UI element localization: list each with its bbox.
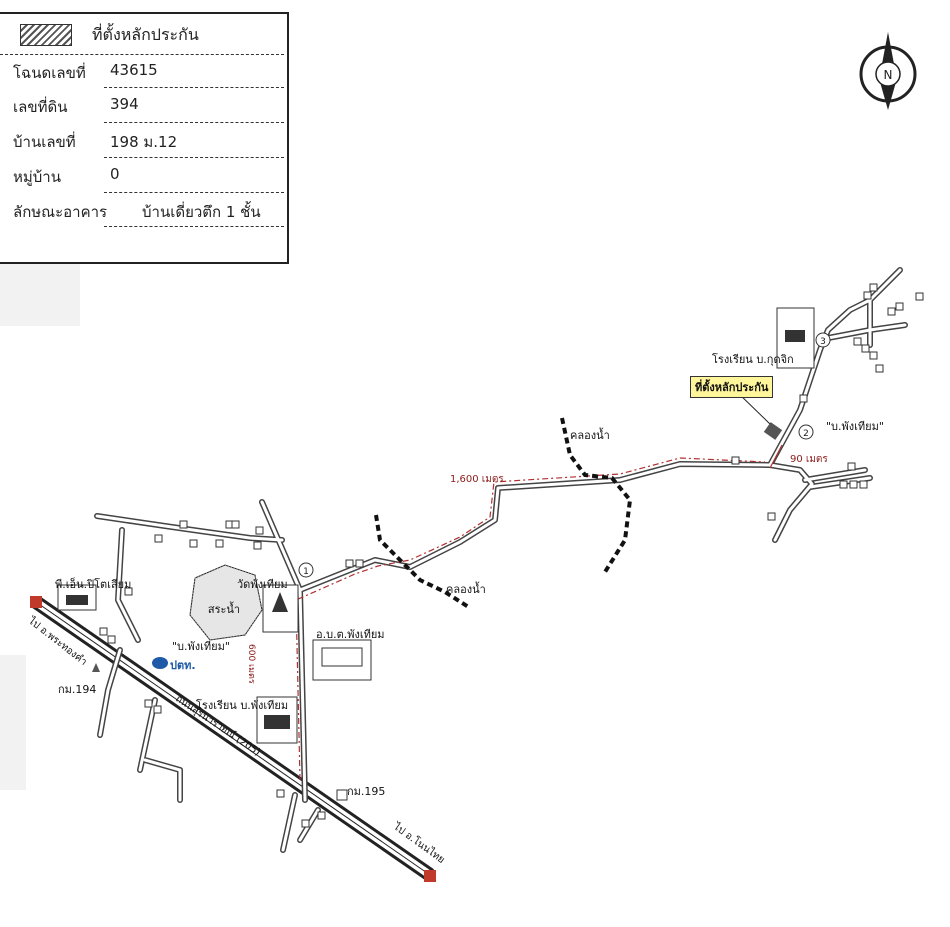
- gas-station-label: พี.เอ็น.ปิโตเลียม: [55, 578, 132, 591]
- village-label: หมู่บ้าน: [13, 168, 61, 186]
- village-west-label: "บ.พังเทียม": [172, 640, 230, 653]
- dist-90-label: 90 เมตร: [790, 454, 828, 465]
- pond-label: สระน้ำ: [208, 601, 240, 616]
- building-markers: [99, 283, 924, 828]
- building-type-value: บ้านเดี่ยวตึก 1 ชั้น: [142, 203, 261, 221]
- route-marker-1-label: 1: [303, 567, 309, 577]
- dist-600-label: 600 เมตร: [246, 644, 256, 684]
- route-marker-2-label: 2: [803, 429, 809, 439]
- school-north-label: โรงเรียน บ.กุดจิก: [712, 353, 794, 366]
- dist-1600-label: 1,600 เมตร: [450, 474, 504, 485]
- deed-no-label: โฉนดเลขที่: [13, 64, 86, 82]
- canal-1-label: คลองน้ำ: [570, 429, 610, 442]
- pond: [189, 564, 263, 641]
- deed-no-value: 43615: [110, 61, 158, 79]
- km194-label: กม.194: [58, 683, 97, 696]
- km195-label: กม.195: [347, 785, 386, 798]
- ptt-label: ปตท.: [170, 659, 196, 672]
- route-marker-3-label: 3: [820, 337, 826, 347]
- route-marker-1: [298, 562, 314, 578]
- collateral-legend-swatch: [20, 24, 72, 46]
- building-type-label: ลักษณะอาคาร: [13, 203, 108, 221]
- house-no-value: 198 ม.12: [110, 133, 178, 151]
- compass-icon: [859, 32, 917, 110]
- route-marker-3: [815, 332, 831, 348]
- collateral-site-marker: [763, 422, 783, 440]
- house-no-label: บ้านเลขที่: [13, 133, 76, 151]
- property-info-panel: ที่ตั้งหลักประกัน โฉนดเลขที่ 43615 เลขที…: [0, 12, 289, 264]
- canal-lines: [374, 417, 633, 610]
- km195-post-icon: [336, 789, 348, 801]
- village-east-label: "บ.พังเทียม": [826, 420, 884, 433]
- temple-label: วัดพังเทียม: [237, 578, 288, 591]
- school-south-label: โรงเรียน บ.พังเทียม: [196, 699, 289, 712]
- route-marker-2: [798, 424, 814, 440]
- district-office-label: อ.บ.ต.พังเทียม: [316, 628, 385, 641]
- route-line: [295, 457, 766, 781]
- km194-post-icon: [92, 663, 100, 672]
- land-no-label: เลขที่ดิน: [13, 98, 68, 116]
- highway-205: [30, 596, 436, 882]
- canal-2-label: คลองน้ำ: [446, 583, 486, 596]
- ptt-logo-icon: [152, 657, 168, 669]
- collateral-callout: ที่ตั้งหลักประกัน: [690, 376, 774, 398]
- village-value: 0: [110, 165, 120, 183]
- compass-letter: N: [884, 68, 893, 82]
- legend-label: ที่ตั้งหลักประกัน: [92, 25, 199, 44]
- land-no-value: 394: [110, 95, 139, 113]
- dist-90-arrow: [769, 444, 783, 469]
